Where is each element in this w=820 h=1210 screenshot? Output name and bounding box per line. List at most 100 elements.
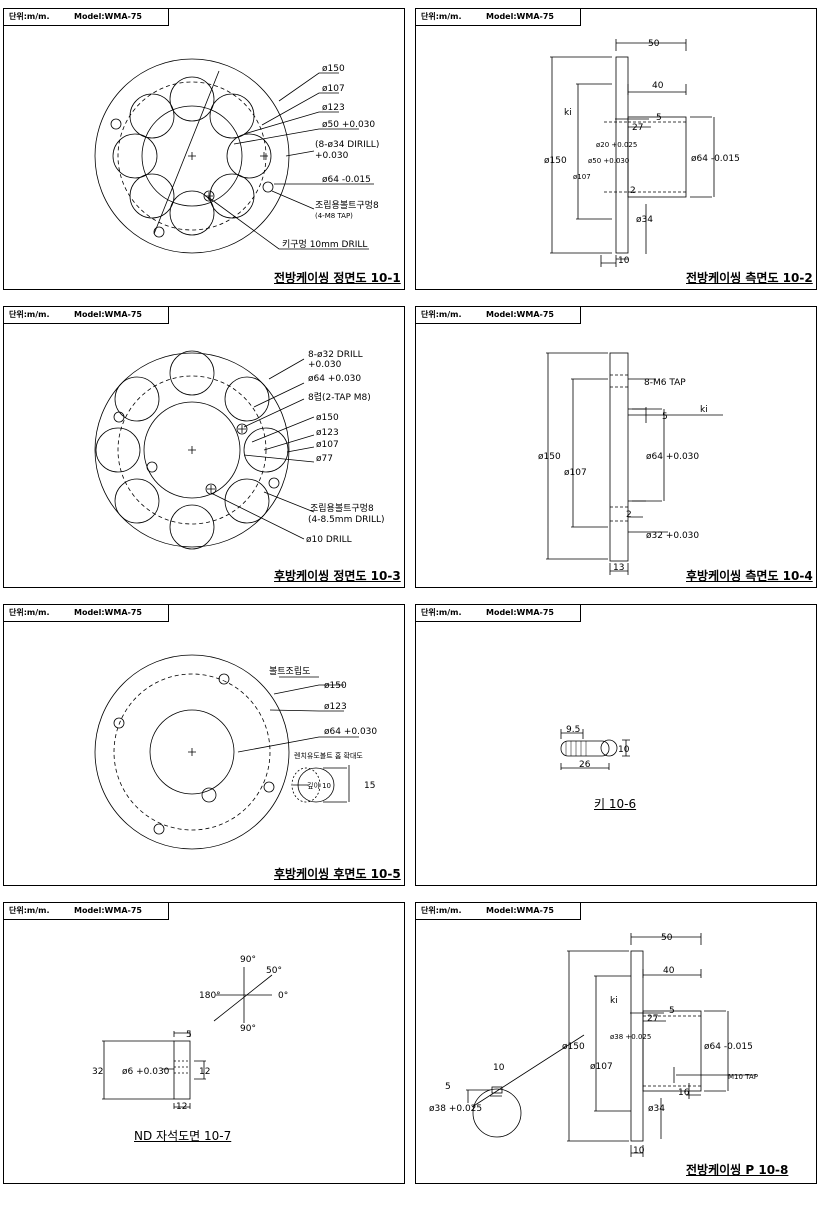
dim-label: ø64 -0.015 [704, 1042, 753, 1052]
dim-label: ø150 [544, 156, 567, 166]
dim-label: 90° [240, 955, 256, 965]
dim-label: 5 [662, 412, 668, 422]
drawing-title: 후방케이씽 후면도 10-5 [274, 867, 401, 881]
dim-label: ø50 +0.030 [322, 120, 375, 130]
drawing-title: 후방케이씽 측면도 10-4 [686, 569, 813, 583]
dim-label: 13 [613, 563, 624, 573]
drawing-sheet-10-6: 단위:m/m. Model:WMA-75 9.5 10 26 키 10-6 [415, 604, 817, 886]
dim-label: 32 [92, 1067, 103, 1077]
unit-label: 단위:m/m. [421, 310, 462, 319]
dim-label: 50 [661, 933, 673, 943]
dim-label: 16 [678, 1088, 690, 1098]
dim-label: M10 TAP [728, 1073, 758, 1081]
dim-label: 10 [618, 256, 630, 266]
dim-label: ø50 +0.030 [588, 157, 629, 165]
dim-label: ki [564, 108, 572, 118]
dim-label: 50° [266, 966, 282, 976]
dim-label: ø123 [324, 702, 347, 712]
unit-label: 단위:m/m. [9, 12, 50, 21]
dim-label: 27 [632, 123, 643, 133]
dim-label: ø64 +0.030 [324, 727, 377, 737]
dim-label: ø150 [322, 64, 345, 74]
dim-label: 12 [199, 1067, 210, 1077]
dim-label: ø107 [590, 1062, 613, 1072]
model-label: Model:WMA-75 [74, 608, 142, 617]
model-label: Model:WMA-75 [486, 906, 554, 915]
dim-label: 5 [669, 1006, 675, 1016]
dim-label: 5 [656, 113, 662, 123]
dim-label: 볼트조립도 [269, 666, 310, 677]
drawing-title: 전방케이씽 P 10-8 [686, 1163, 789, 1177]
title-block: 단위:m/m. Model:WMA-75 [416, 605, 581, 622]
dim-label: 2 [630, 186, 636, 196]
drawing-sheet-10-7: 단위:m/m. Model:WMA-75 90° 50° 180° 0° 90°… [3, 902, 405, 1184]
unit-label: 단위:m/m. [421, 608, 462, 617]
dim-label: 40 [652, 81, 664, 91]
dim-label: ø107 [564, 468, 587, 478]
dim-label: +0.030 [315, 151, 349, 161]
drawing-title: 키 10-6 [594, 797, 637, 811]
dim-label: 10 [618, 745, 630, 755]
dim-label: 10 [633, 1146, 645, 1156]
title-block: 단위:m/m. Model:WMA-75 [4, 9, 169, 26]
drawing-sheet-10-4: 단위:m/m. Model:WMA-75 8-M6 TAP ki 5 ø150 … [415, 306, 817, 588]
title-block: 단위:m/m. Model:WMA-75 [416, 9, 581, 26]
front-casing-front-view: ø150 ø107 ø123 ø50 +0.030 (8-ø34 DIRILL)… [94, 58, 379, 254]
dim-label: ki [700, 405, 708, 415]
magnet-drawing: 90° 50° 180° 0° 90° 5 32 ø6 +0.030 12 12 [92, 955, 288, 1112]
dim-label: ø107 [316, 440, 339, 450]
title-block: 단위:m/m. Model:WMA-75 [416, 903, 581, 920]
dim-label: 5 [186, 1030, 192, 1040]
dim-label: ø123 [316, 428, 339, 438]
unit-label: 단위:m/m. [9, 906, 50, 915]
model-label: Model:WMA-75 [486, 12, 554, 21]
dim-label: 2 [626, 510, 632, 520]
dim-label: (4-M8 TAP) [315, 212, 353, 220]
dim-label: ø64 +0.030 [646, 452, 699, 462]
unit-label: 단위:m/m. [421, 906, 462, 915]
dim-label: 깊이 10 [307, 781, 331, 790]
dim-label: 12 [176, 1102, 187, 1112]
dim-label: 26 [579, 760, 591, 770]
dim-label: ki [610, 996, 618, 1006]
dim-label: ø150 [324, 681, 347, 691]
dim-label: ø107 [322, 84, 345, 94]
drawing-sheet-10-1: 단위:m/m. Model:WMA-75 ø150 ø107 ø123 ø50 … [3, 8, 405, 290]
rear-casing-rear-view: 볼트조립도 ø150 ø123 ø64 +0.030 렌치유도볼트 홈 확대도 … [94, 654, 377, 850]
dim-label: 50 [648, 39, 660, 49]
dim-label: ø64 +0.030 [308, 374, 361, 384]
dim-label: ø77 [316, 454, 333, 464]
model-label: Model:WMA-75 [74, 310, 142, 319]
dim-label: 8-M6 TAP [644, 378, 686, 388]
dim-label: ø38 +0.025 [429, 1104, 482, 1114]
dim-label: ø64 -0.015 [322, 175, 371, 185]
model-label: Model:WMA-75 [486, 310, 554, 319]
dim-label: 40 [663, 966, 675, 976]
dim-label: 9.5 [566, 725, 580, 735]
dim-label: ø123 [322, 103, 345, 113]
title-block: 단위:m/m. Model:WMA-75 [4, 605, 169, 622]
unit-label: 단위:m/m. [421, 12, 462, 21]
drawing-title: 후방케이씽 정면도 10-3 [274, 569, 401, 583]
unit-label: 단위:m/m. [9, 310, 50, 319]
dim-label: ø10 DRILL [306, 535, 352, 545]
dim-label: 180° [199, 991, 221, 1001]
dim-label: ø20 +0.025 [596, 141, 637, 149]
dim-label: 렌치유도볼트 홈 확대도 [294, 751, 363, 760]
dim-label: ø6 +0.030 [122, 1067, 170, 1077]
drawing-title: ND 자석도면 10-7 [134, 1129, 232, 1143]
front-casing-p-view: 50 40 ki 5 27 ø38 +0.025 ø150 ø64 -0.015… [429, 933, 758, 1157]
model-label: Model:WMA-75 [74, 906, 142, 915]
dim-label: ø38 +0.025 [610, 1033, 651, 1041]
dim-label: 27 [647, 1014, 658, 1024]
dim-label: ø150 [316, 413, 339, 423]
dim-label: 조립용볼트구멍8 [315, 200, 379, 211]
dim-label: 0° [278, 991, 288, 1001]
dim-label: ø32 +0.030 [646, 531, 699, 541]
front-casing-side-view: 50 40 ki 5 27 ø20 +0.025 ø150 ø50 +0.030… [544, 39, 740, 267]
dim-label: 5 [445, 1082, 451, 1092]
dim-label: +0.030 [308, 360, 342, 370]
dim-label: ø150 [562, 1042, 585, 1052]
rear-casing-side-view: 8-M6 TAP ki 5 ø150 ø107 ø64 +0.030 2 ø32… [538, 352, 723, 575]
dim-label: ø150 [538, 452, 561, 462]
